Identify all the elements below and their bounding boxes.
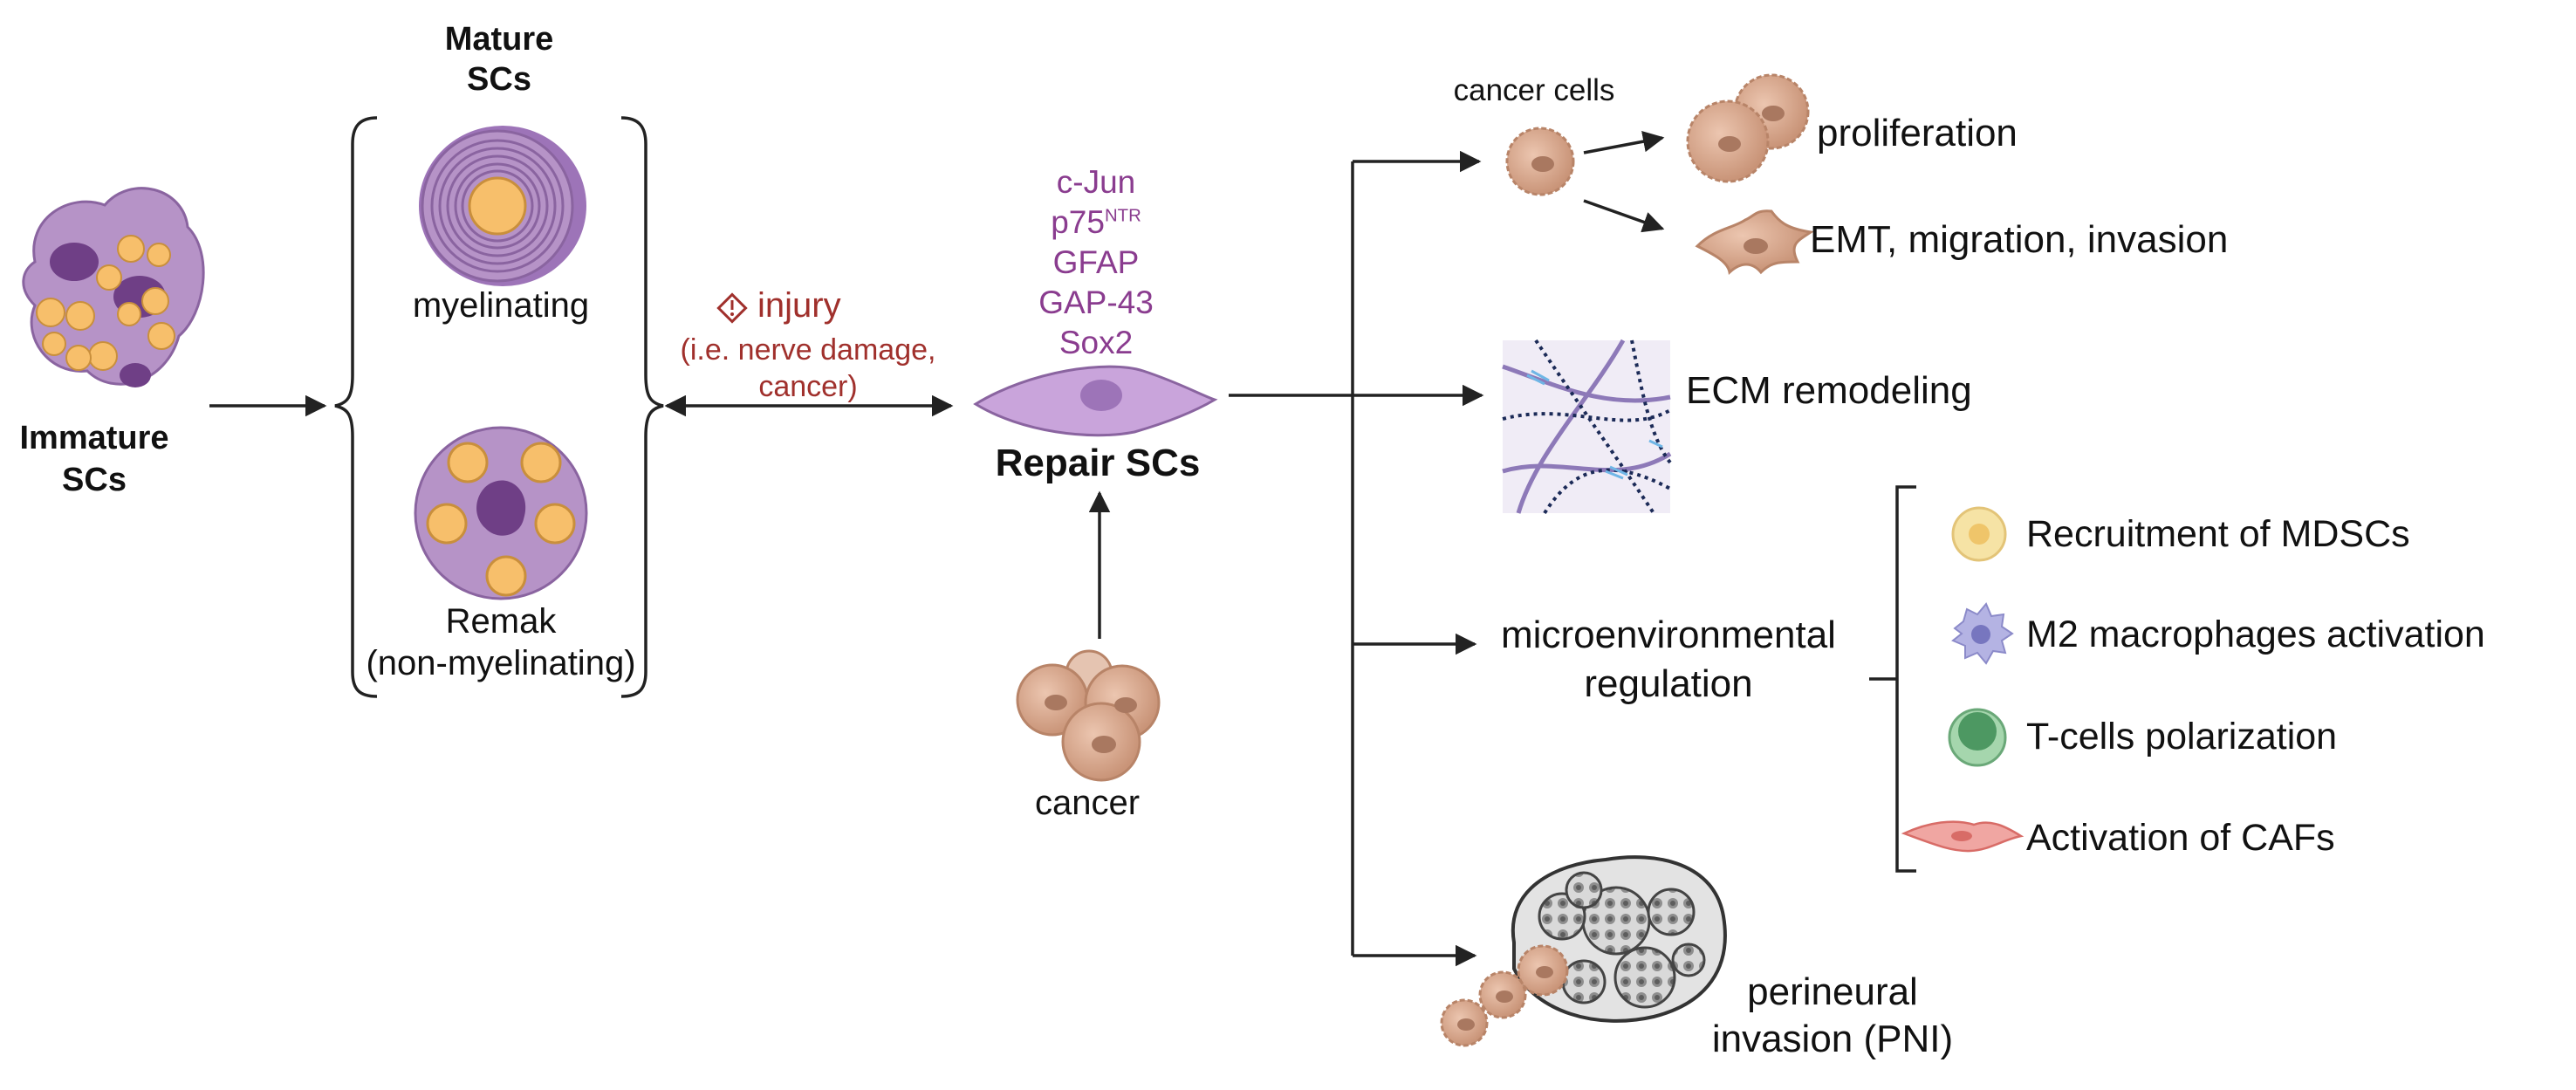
proliferation-label: proliferation <box>1817 112 2018 154</box>
warning-icon <box>716 292 748 324</box>
micro-line1: microenvironmental <box>1501 614 1836 656</box>
repair-markers-list: c-Jun p75NTR GFAP GAP-43 Sox2 <box>1038 162 1154 363</box>
immature-scs-line1: Immature <box>19 420 169 456</box>
remak-line1: Remak <box>445 602 557 641</box>
marker-p75: p75NTR <box>1038 202 1154 243</box>
mature-scs-line2: SCs <box>467 61 531 98</box>
nerve-cross-section-icon <box>1511 855 1727 1023</box>
mature-scs-line1: Mature <box>444 21 554 58</box>
micro-regulation-label: microenvironmental regulation <box>1501 611 1836 709</box>
immature-schwann-cell-icon <box>22 187 205 387</box>
marker-sox2: Sox2 <box>1058 325 1134 360</box>
injury-label: injury <box>757 286 841 325</box>
repair-schwann-cell-icon <box>973 365 1218 437</box>
t-cell-icon <box>1948 708 2007 767</box>
m2-label: M2 macrophages activation <box>2026 614 2485 655</box>
caf-label: Activation of CAFs <box>2026 817 2335 859</box>
immature-scs-line2: SCs <box>62 462 127 498</box>
invading-cancer-cells-icon <box>1440 944 1569 1047</box>
macrophage-icon <box>1951 602 2014 665</box>
arrow-to-emt <box>1583 199 1665 233</box>
mdsc-label: Recruitment of MDSCs <box>2026 513 2410 555</box>
pni-label: perineural invasion (PNI) <box>1712 969 1953 1063</box>
ecm-remodeling-label: ECM remodeling <box>1686 369 1972 412</box>
emt-label: EMT, migration, invasion <box>1810 218 2229 261</box>
pni-line1: perineural <box>1747 970 1918 1013</box>
cancer-cells-label: cancer cells <box>1453 73 1615 107</box>
mesenchymal-cell-icon <box>1695 209 1815 275</box>
injury-sub-line2: cancer) <box>758 370 858 403</box>
myelinating-schwann-cell-icon <box>419 126 586 286</box>
tcell-label: T-cells polarization <box>2026 716 2338 758</box>
mature-scs-label: Mature SCs <box>445 19 554 99</box>
injury-sub-line1: (i.e. nerve damage, <box>680 333 936 367</box>
caf-icon <box>1901 820 2024 853</box>
proliferating-cells-icon <box>1686 73 1810 183</box>
marker-p75-sup: NTR <box>1104 206 1141 226</box>
cancer-cluster-icon <box>1016 649 1161 782</box>
mature-right-brace <box>620 116 664 698</box>
remak-schwann-cell-icon <box>414 426 588 600</box>
cancer-cell-icon <box>1505 127 1575 196</box>
myelinating-label: myelinating <box>412 286 590 325</box>
arrow-to-proliferation <box>1583 131 1665 154</box>
mdsc-icon <box>1951 506 2007 562</box>
remak-label: Remak (non-myelinating) <box>366 600 635 684</box>
injury-subtitle: (i.e. nerve damage, cancer) <box>681 332 936 405</box>
immature-scs-label: Immature SCs <box>19 417 168 501</box>
ecm-fibers-icon <box>1502 339 1672 515</box>
marker-cjun: c-Jun <box>1056 164 1136 200</box>
cancer-label: cancer <box>1034 784 1141 822</box>
mature-left-brace <box>334 116 378 698</box>
remak-line2: (non-myelinating) <box>366 644 636 682</box>
repair-scs-label: Repair SCs <box>995 442 1201 484</box>
pni-line2: invasion (PNI) <box>1711 1018 1954 1060</box>
marker-p75-base: p75 <box>1051 204 1105 240</box>
micro-brace <box>1869 485 1916 873</box>
marker-gfap: GFAP <box>1052 244 1140 280</box>
micro-line2: regulation <box>1584 662 1753 705</box>
marker-gap43: GAP-43 <box>1038 284 1154 320</box>
